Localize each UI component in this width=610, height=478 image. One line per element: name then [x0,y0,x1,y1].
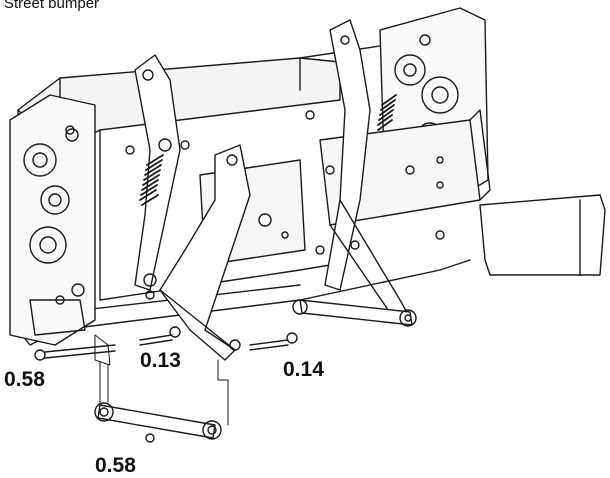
center-lever-arm [159,144,251,361]
label-right-bolt: 0.14 [283,358,324,381]
lower-link-bar [292,299,417,327]
left-end-plate [9,94,96,346]
bolt-center [139,326,181,346]
diagram-caption: Street bumper [4,0,100,12]
label-center-bolt: 0.13 [140,349,181,372]
bolt-right [249,332,298,351]
left-spring [139,154,164,206]
fasteners [55,110,445,305]
bolt-left [34,344,116,361]
label-left-bolt: 0.58 [4,368,45,391]
right-spring [377,94,397,131]
label-bottom-link: 0.58 [95,454,136,477]
leader-lines [94,334,229,426]
bottom-link-bar [94,402,222,443]
